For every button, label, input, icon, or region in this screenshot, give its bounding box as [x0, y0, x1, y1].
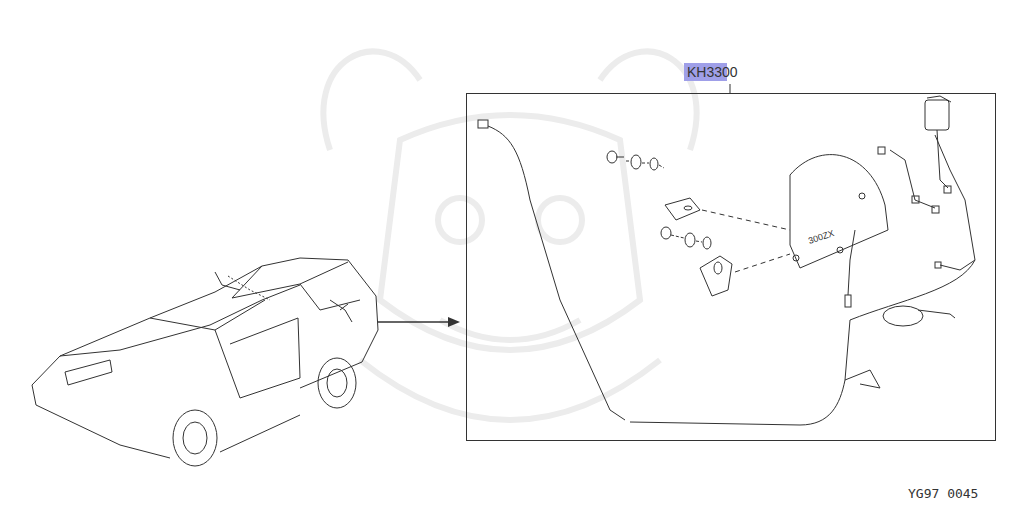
leader-line [730, 84, 731, 93]
figure-code: YG97 0045 [908, 486, 978, 501]
parts-frame: KH3300 [466, 93, 996, 441]
part-number: KH3300 [684, 63, 741, 81]
pointer-arrow [378, 317, 460, 327]
watermark [323, 51, 696, 420]
part-drawing [478, 96, 975, 425]
car-outline [32, 258, 378, 466]
plate-marking: 300ZX [807, 228, 835, 246]
